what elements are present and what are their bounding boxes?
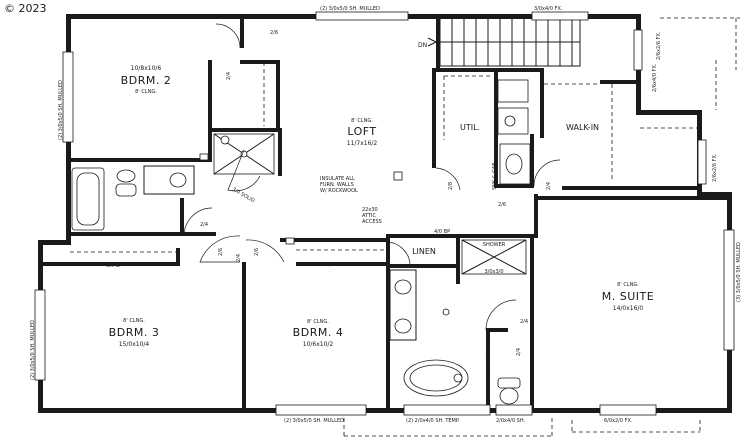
svg-text:M. SUITE: M. SUITE	[602, 290, 654, 303]
svg-text:INSULATE ALL: INSULATE ALL	[320, 176, 355, 182]
staircase	[427, 17, 581, 67]
windows	[34, 11, 740, 437]
closet-label-bed4: 4/0 BP	[326, 262, 342, 268]
closet-lines	[70, 62, 700, 253]
room-bedroom-4: 8' CLNG. BDRM. 4 10/6x10/2	[293, 319, 344, 348]
svg-text:BDRM. 3: BDRM. 3	[109, 326, 160, 339]
window-label-right-upper-2: 2/6x4/0 FX.	[652, 63, 658, 92]
svg-text:WALK-IN: WALK-IN	[566, 123, 599, 132]
small-marks	[199, 153, 403, 245]
door-label-bath-lower: 2/4	[236, 254, 242, 262]
door-swings	[183, 23, 561, 371]
svg-text:22x30: 22x30	[362, 207, 378, 213]
closet-label-loft: 4/0 BP	[434, 229, 450, 235]
attic-access-note: 22x30 ATTIC ACCESS	[362, 207, 382, 225]
window-label-right-upper-1: 2/6x2/6 FX.	[656, 31, 662, 60]
window-label-bottom-mid: (2) 2/0x4/0 SH. TEMP.	[406, 418, 460, 424]
svg-text:3/0x3/0: 3/0x3/0	[484, 269, 503, 275]
down-label: DN	[418, 42, 427, 49]
svg-text:FURN. WALLS: FURN. WALLS	[320, 182, 354, 188]
svg-text:10/6x10/2: 10/6x10/2	[303, 341, 334, 348]
room-walk-in: WALK-IN	[566, 123, 599, 132]
svg-text:BDRM. 2: BDRM. 2	[121, 74, 172, 87]
window-label-left-lower: (2) 3/0x5/0 SH. MULLED	[30, 320, 36, 380]
svg-text:W/ ROCKWOOL: W/ ROCKWOOL	[320, 188, 358, 194]
window-label-left-upper: (2) 3/0x5/0 SH. MULLED	[58, 80, 64, 140]
svg-text:15/0x10/4: 15/0x10/4	[119, 341, 150, 348]
window-label-top-right: 3/0x4/0 FX.	[534, 6, 563, 12]
svg-text:11/7x16/2: 11/7x16/2	[347, 140, 378, 147]
svg-text:8' CLNG.: 8' CLNG.	[351, 118, 373, 124]
svg-text:BDRM. 4: BDRM. 4	[293, 326, 344, 339]
solid-door-label: 3/0 SOLID	[231, 187, 256, 205]
door-label-closet2: 2/4	[226, 72, 232, 80]
room-loft: 8' CLNG. LOFT 11/7x16/2	[347, 118, 378, 147]
svg-text:LINEN: LINEN	[412, 247, 436, 256]
window-label-bottom-left: (2) 3/0x5/0 SH. MULLED	[284, 418, 344, 424]
svg-text:8' CLNG.: 8' CLNG.	[135, 89, 157, 95]
door-label-bath-upper: 2/4	[200, 222, 208, 228]
svg-text:SHOWER: SHOWER	[483, 242, 506, 248]
door-label-bed4: 2/6	[254, 248, 260, 256]
window-label-bottom-mid2: 2/0x4/0 SH.	[496, 418, 525, 424]
door-label-bed3: 2/6	[218, 248, 224, 256]
door-label-master-1: 2/4	[520, 319, 528, 325]
svg-text:LOFT: LOFT	[347, 125, 376, 138]
hall-bath	[71, 133, 275, 231]
svg-text:ACCESS: ACCESS	[362, 219, 382, 225]
master-bath	[389, 239, 527, 405]
window-label-top-center: (2) 3/0x5/0 SH. MULLED	[320, 6, 380, 12]
utility-fixtures	[497, 79, 531, 185]
room-shower: SHOWER 3/0x3/0	[483, 242, 506, 275]
window-label-bottom-right: 6/0x2/0 FX.	[604, 418, 633, 424]
door-label-master-2: 2/4	[516, 348, 522, 356]
insulation-note: INSULATE ALL FURN. WALLS W/ ROCKWOOL	[320, 176, 358, 194]
window-label-right-mid: 2/6x2/6 FX.	[712, 153, 718, 182]
svg-text:8' CLNG.: 8' CLNG.	[617, 282, 639, 288]
door-label-linen: 2/6	[498, 202, 506, 208]
svg-text:14/0x16/0: 14/0x16/0	[613, 305, 644, 312]
room-bedroom-2: 10/8x10/6 BDRM. 2 8' CLNG.	[121, 65, 172, 95]
svg-text:UTIL.: UTIL.	[460, 123, 480, 132]
sink-cabinet-label: SNK & CAB.	[492, 160, 498, 190]
door-label-util: 2/8	[448, 182, 454, 190]
copyright-text: © 2023	[4, 2, 47, 15]
room-bedroom-3: 8' CLNG. BDRM. 3 15/0x10/4	[109, 318, 160, 348]
room-linen: LINEN	[412, 247, 436, 256]
door-label-walkin: 2/4	[546, 182, 552, 190]
svg-text:8' CLNG.: 8' CLNG.	[123, 318, 145, 324]
svg-text:ATTIC: ATTIC	[362, 213, 377, 219]
interior-walls	[38, 14, 732, 412]
room-utility: UTIL.	[460, 123, 480, 132]
svg-text:10/8x10/6: 10/8x10/6	[131, 65, 162, 72]
svg-text:8' CLNG.: 8' CLNG.	[307, 319, 329, 325]
closet-label-bed3: 6/0 BP	[106, 263, 122, 269]
window-label-right-lower: (3) 3/0x5/0 SH. MULLED	[736, 242, 742, 302]
room-master-suite: 8' CLNG. M. SUITE 14/0x16/0	[602, 282, 654, 312]
door-label-bed2: 2/6	[270, 30, 278, 36]
